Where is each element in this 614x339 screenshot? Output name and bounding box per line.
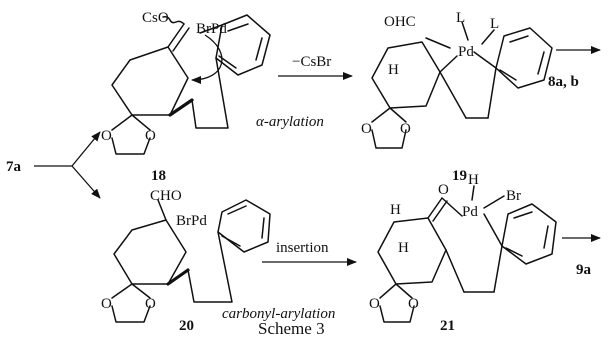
scheme-caption: Scheme 3 [258,319,325,338]
brpd-atom-20: BrPd [176,213,207,229]
compound-7a-label: 7a [6,159,22,175]
lower-condition: carbonyl-arylation [222,306,335,322]
upper-reagent: −CsBr [292,54,331,70]
h-atom-19: H [388,62,399,78]
product-8ab: 8a, b [548,74,579,90]
o-atom-21-carbonyl: O [438,182,449,198]
compound-21-structure [377,185,557,323]
o-atom-18b: O [145,128,156,144]
branch-arrows [34,131,101,199]
o-atom-21b: O [408,296,419,312]
o-atom-18a: O [101,128,112,144]
pd-atom-19: Pd [458,44,474,60]
h-atom-21-pd: H [468,172,479,188]
compound-21-label: 21 [440,318,455,334]
compound-18-label: 18 [151,168,166,184]
upper-condition: α-arylation [256,114,324,130]
o-atom-20b: O [145,296,156,312]
compound-18-structure [111,14,271,155]
cso-atom: CsO [142,10,169,26]
compound-20-structure [111,199,271,323]
o-atom-19b: O [400,121,411,137]
compound-19-label: 19 [452,168,467,184]
o-atom-19a: O [361,121,372,137]
ohc-group: OHC [384,14,416,30]
compound-20-label: 20 [179,318,194,334]
h-atom-21b: H [398,240,409,256]
compound-19-structure [371,21,553,149]
cho-group: CHO [150,188,182,204]
lower-reagent: insertion [276,240,329,256]
br-atom-21: Br [506,188,521,204]
l-ligand-19a: L [456,10,465,26]
product-9a: 9a [576,262,592,278]
h-atom-21a: H [390,202,401,218]
l-ligand-19b: L [490,16,499,32]
o-atom-20a: O [101,296,112,312]
o-atom-21a: O [369,296,380,312]
brpd-atom-18: BrPd [196,21,227,37]
pd-atom-21: Pd [462,204,478,220]
